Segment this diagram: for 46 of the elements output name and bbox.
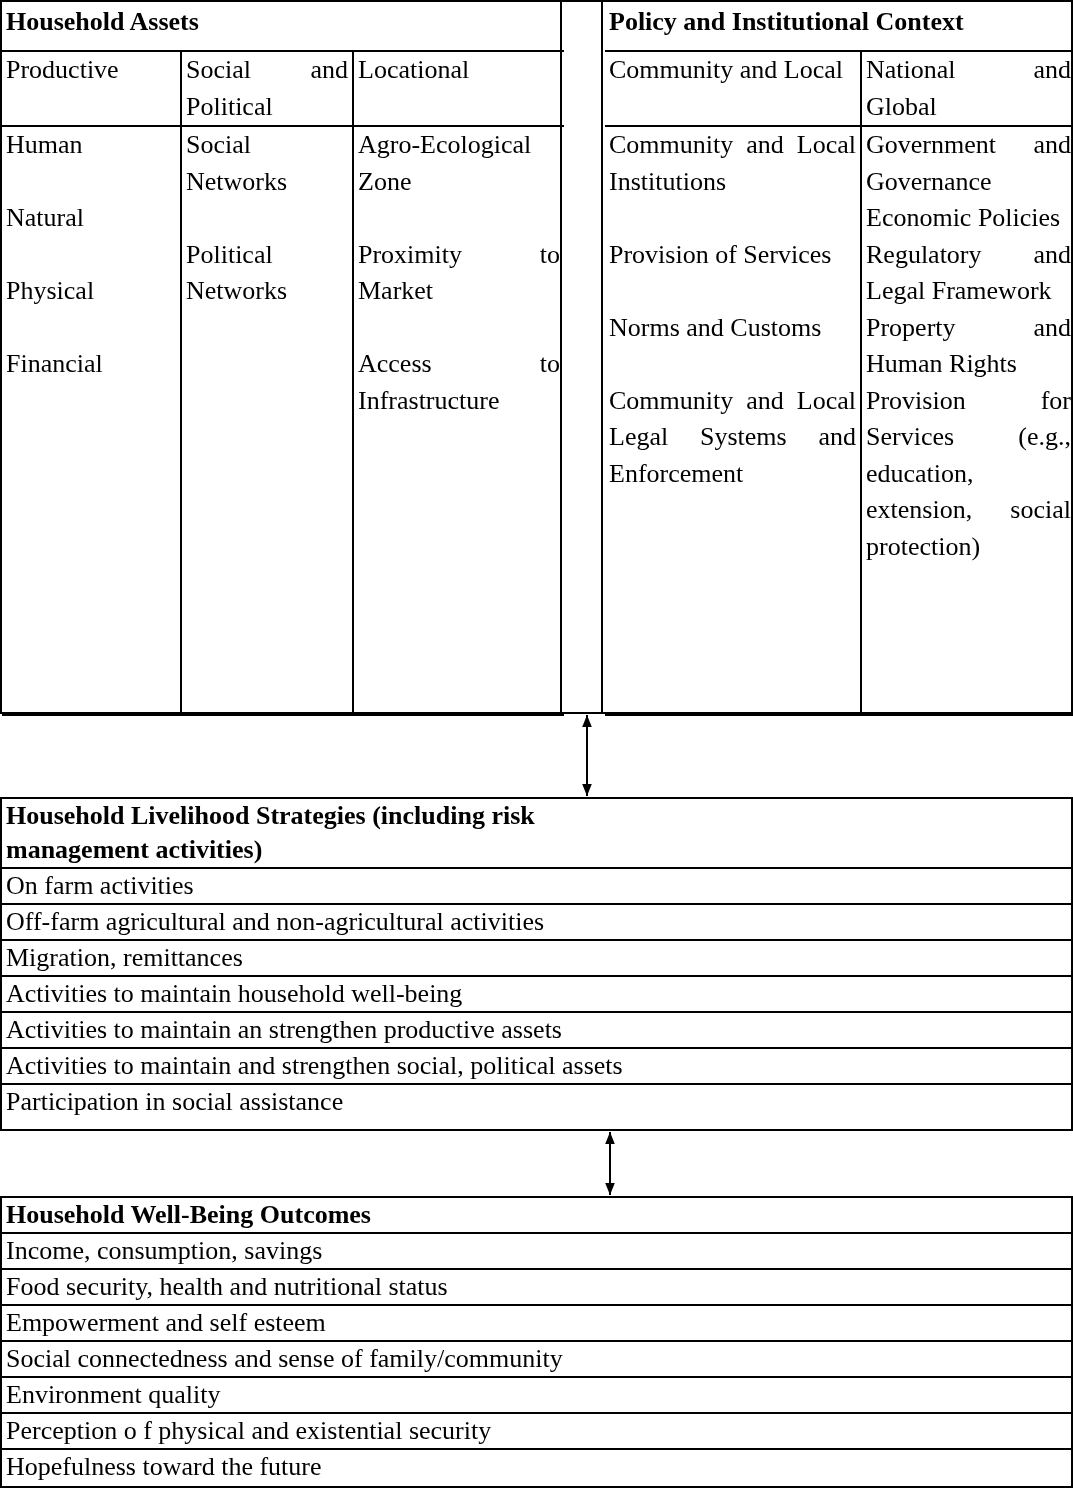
table-row: Empowerment and self esteem xyxy=(2,1306,1071,1342)
list-item: Political Networks xyxy=(185,238,289,307)
list-item: Financial xyxy=(5,348,104,380)
table-row: Perception o f physical and existential security xyxy=(2,1414,1071,1450)
column-header: National and Global xyxy=(862,52,1073,127)
list-item: Regulatory and Legal Framework xyxy=(865,238,1072,307)
table-row: Off-farm agricultural and non-agricultural activities xyxy=(2,905,1071,941)
list-item: Human xyxy=(5,129,84,161)
list-item: Property and Human Rights xyxy=(865,311,1072,380)
table-frame xyxy=(0,0,1073,714)
double-arrow xyxy=(605,1131,615,1196)
table-row: Migration, remittances xyxy=(2,941,1071,977)
table-row: Activities to maintain and strengthen social, political assets xyxy=(2,1049,1071,1085)
table-box xyxy=(0,1196,1073,1488)
list-item: Physical xyxy=(5,275,96,307)
list-item: Community and Local Legal Systems and Enforcement xyxy=(608,384,857,490)
list-item: Provision of Services xyxy=(608,238,833,271)
table-row: Social connectedness and sense of family/community xyxy=(2,1342,1071,1378)
section-heading: Policy and Institutional Context xyxy=(609,6,964,38)
list-item: Social Networks xyxy=(185,129,289,198)
list-item: Natural xyxy=(5,202,85,234)
table-heading: Household Livelihood Strategies (including risk management activities) xyxy=(2,799,1071,869)
table-row: Activities to maintain an strengthen productive assets xyxy=(2,1013,1071,1049)
table-row: Food security, health and nutritional status xyxy=(2,1270,1071,1306)
table-row: Environment quality xyxy=(2,1378,1071,1414)
list-item: Economic Policies xyxy=(865,202,1062,234)
double-arrow xyxy=(582,714,592,797)
table-row-text: Hopefulness toward the future xyxy=(5,1451,323,1483)
list-item: Proximity to Market xyxy=(357,238,561,307)
table-row-text: Participation in social assistance xyxy=(5,1086,345,1118)
column-header: Productive xyxy=(2,52,180,127)
list-item: Access to Infrastructure xyxy=(357,348,561,417)
column-header: Social and Political xyxy=(182,52,352,127)
table-row: Activities to maintain household well-being xyxy=(2,977,1071,1013)
list-item: Provision for Services (e.g., education, extension, social protection) xyxy=(865,384,1072,563)
table-row: On farm activities xyxy=(2,869,1071,905)
list-item: Community and Local Institutions xyxy=(608,129,857,198)
list-item: Norms and Customs xyxy=(608,311,823,344)
column-header: Community and Local xyxy=(605,52,860,127)
table-box xyxy=(0,797,1073,1131)
section-heading: Household Assets xyxy=(6,6,199,38)
table-row: Income, consumption, savings xyxy=(2,1234,1071,1270)
table-heading: Household Well-Being Outcomes xyxy=(2,1198,1071,1234)
list-item: Government and Governance xyxy=(865,129,1072,198)
list-item: Agro-Ecological Zone xyxy=(357,129,533,198)
column-header: Locational xyxy=(354,52,564,127)
